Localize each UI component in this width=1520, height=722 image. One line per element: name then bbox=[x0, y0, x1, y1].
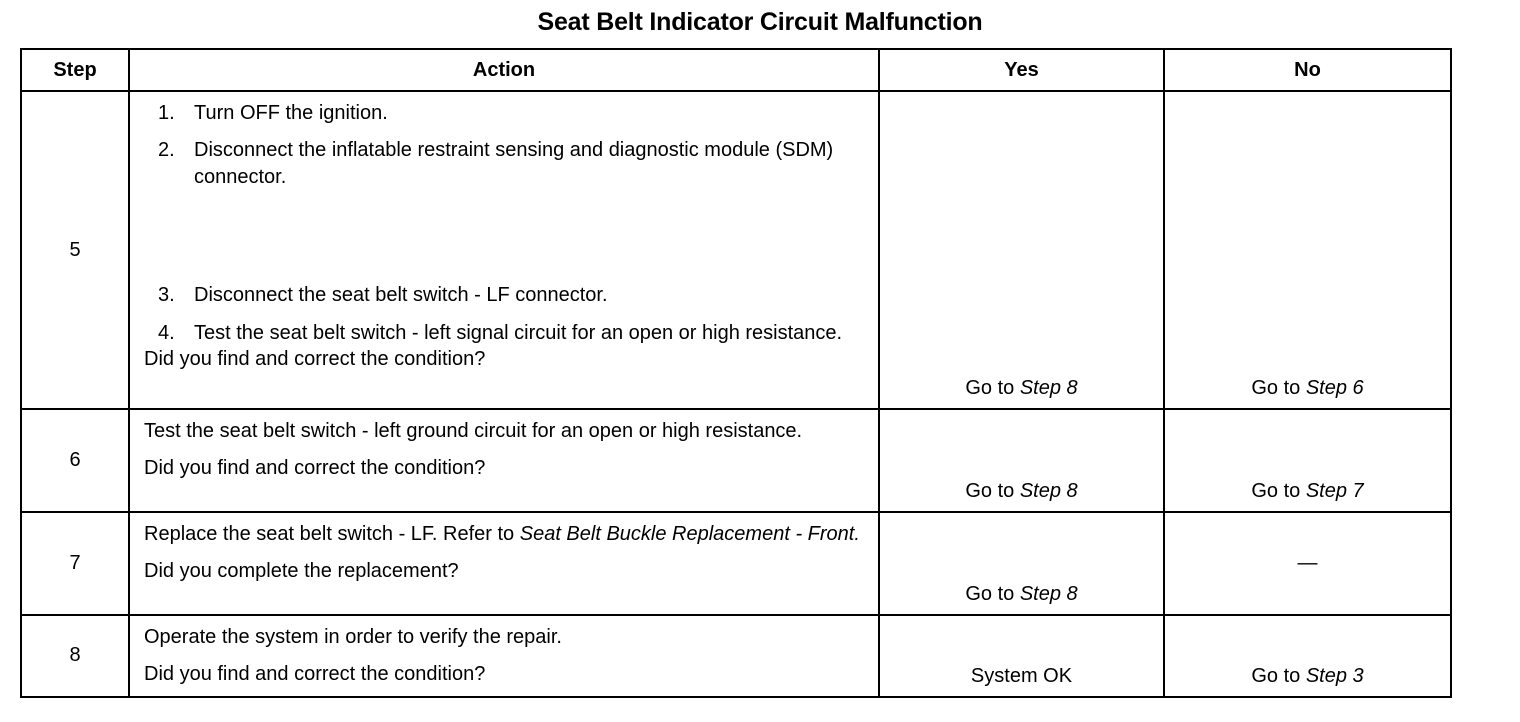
column-header-no: No bbox=[1163, 48, 1452, 92]
no-answer: Go to Step 7 bbox=[1163, 408, 1452, 513]
step-number: 8 bbox=[20, 614, 130, 698]
no-answer: — bbox=[1163, 511, 1452, 616]
no-answer-prefix: Go to bbox=[1251, 664, 1306, 687]
action-question: Did you find and correct the condition? bbox=[144, 457, 486, 480]
yes-answer-prefix: Go to bbox=[965, 377, 1020, 399]
action-statement: Test the seat belt switch - left ground … bbox=[144, 420, 803, 442]
action-content: Replace the seat belt switch - LF. Refer… bbox=[128, 511, 880, 616]
yes-answer: Go to Step 8 bbox=[878, 90, 1165, 410]
no-answer-prefix: Go to bbox=[1251, 377, 1306, 399]
no-answer-reference: Step 3 bbox=[1305, 664, 1364, 687]
action-question: Did you complete the replacement? bbox=[144, 560, 459, 583]
header-row: Step Action Yes No bbox=[20, 48, 1452, 92]
no-answer-reference: Step 7 bbox=[1305, 480, 1364, 502]
list-item-text: Disconnect the inflatable restraint sens… bbox=[194, 139, 834, 188]
table-row: 8 Operate the system in order to verify … bbox=[20, 614, 1452, 698]
table-row: 7 Replace the seat belt switch - LF. Ref… bbox=[20, 511, 1452, 616]
action-content: Test the seat belt switch - left ground … bbox=[128, 408, 880, 513]
column-header-action: Action bbox=[128, 48, 880, 92]
step-number: 6 bbox=[20, 408, 130, 513]
list-item-number: 2. bbox=[158, 139, 175, 162]
action-content: 1. Turn OFF the ignition. 2. Disconnect th… bbox=[128, 90, 880, 410]
table-body: 5 1. Turn OFF the ignition. 2. Disconnect … bbox=[20, 90, 1452, 698]
list-item-text: Turn OFF the ignition. bbox=[194, 102, 388, 124]
instruction-list: 1. Turn OFF the ignition. 2. Disconnect th… bbox=[144, 100, 868, 190]
yes-answer: System OK bbox=[878, 614, 1165, 698]
table-row: 6 Test the seat belt switch - left groun… bbox=[20, 408, 1452, 513]
column-header-yes: Yes bbox=[878, 48, 1165, 92]
list-item-text: Disconnect the seat belt switch - LF con… bbox=[194, 284, 608, 307]
diagnostic-table: Step Action Yes No 5 1. Turn OFF the igni… bbox=[20, 48, 1452, 698]
yes-answer-prefix: Go to bbox=[965, 480, 1020, 502]
list-item-number: 4. bbox=[158, 321, 175, 344]
yes-answer-prefix: Go to bbox=[965, 583, 1020, 605]
yes-answer-reference: Step 8 bbox=[1019, 480, 1078, 502]
yes-answer-reference: Step 8 bbox=[1019, 377, 1078, 399]
action-content: Operate the system in order to verify th… bbox=[128, 614, 880, 698]
illustration-placeholder bbox=[144, 190, 868, 282]
yes-answer: Go to Step 8 bbox=[878, 408, 1165, 513]
action-statement-reference: Seat Belt Buckle Replacement - Front. bbox=[519, 523, 860, 545]
list-item: 2. Disconnect the inflatable restraint se… bbox=[144, 137, 868, 190]
list-item: 4. Test the seat belt switch - left signa… bbox=[144, 320, 868, 346]
no-answer: Go to Step 3 bbox=[1163, 614, 1452, 698]
instruction-list-continued: 3. Disconnect the seat belt switch - LF c… bbox=[144, 282, 868, 346]
list-item: 3. Disconnect the seat belt switch - LF c… bbox=[144, 282, 868, 308]
action-statement-text: Replace the seat belt switch - LF. Refer… bbox=[144, 523, 520, 545]
action-statement: Replace the seat belt switch - LF. Refer… bbox=[144, 521, 868, 547]
yes-answer-reference: Step 8 bbox=[1019, 583, 1078, 605]
column-header-step: Step bbox=[20, 48, 130, 92]
no-answer-prefix: Go to bbox=[1251, 480, 1306, 502]
no-answer: Go to Step 6 bbox=[1163, 90, 1452, 410]
list-item-number: 1. bbox=[158, 102, 175, 124]
table-row: 5 1. Turn OFF the ignition. 2. Disconnect … bbox=[20, 90, 1452, 410]
list-item: 1. Turn OFF the ignition. bbox=[144, 100, 868, 126]
step-number: 7 bbox=[20, 511, 130, 616]
yes-answer: Go to Step 8 bbox=[878, 511, 1165, 616]
table-header: Step Action Yes No bbox=[20, 48, 1452, 92]
action-question: Did you find and correct the condition? bbox=[144, 347, 486, 370]
list-item-number: 3. bbox=[158, 284, 175, 307]
action-question: Did you find and correct the condition? bbox=[144, 663, 486, 686]
action-statement: Operate the system in order to verify th… bbox=[144, 626, 562, 648]
no-answer-dash: — bbox=[1297, 552, 1318, 574]
list-item-text: Test the seat belt switch - left signal … bbox=[194, 321, 843, 344]
page-title: Seat Belt Indicator Circuit Malfunction bbox=[537, 8, 983, 36]
step-number: 5 bbox=[20, 90, 130, 410]
no-answer-reference: Step 6 bbox=[1305, 377, 1364, 399]
